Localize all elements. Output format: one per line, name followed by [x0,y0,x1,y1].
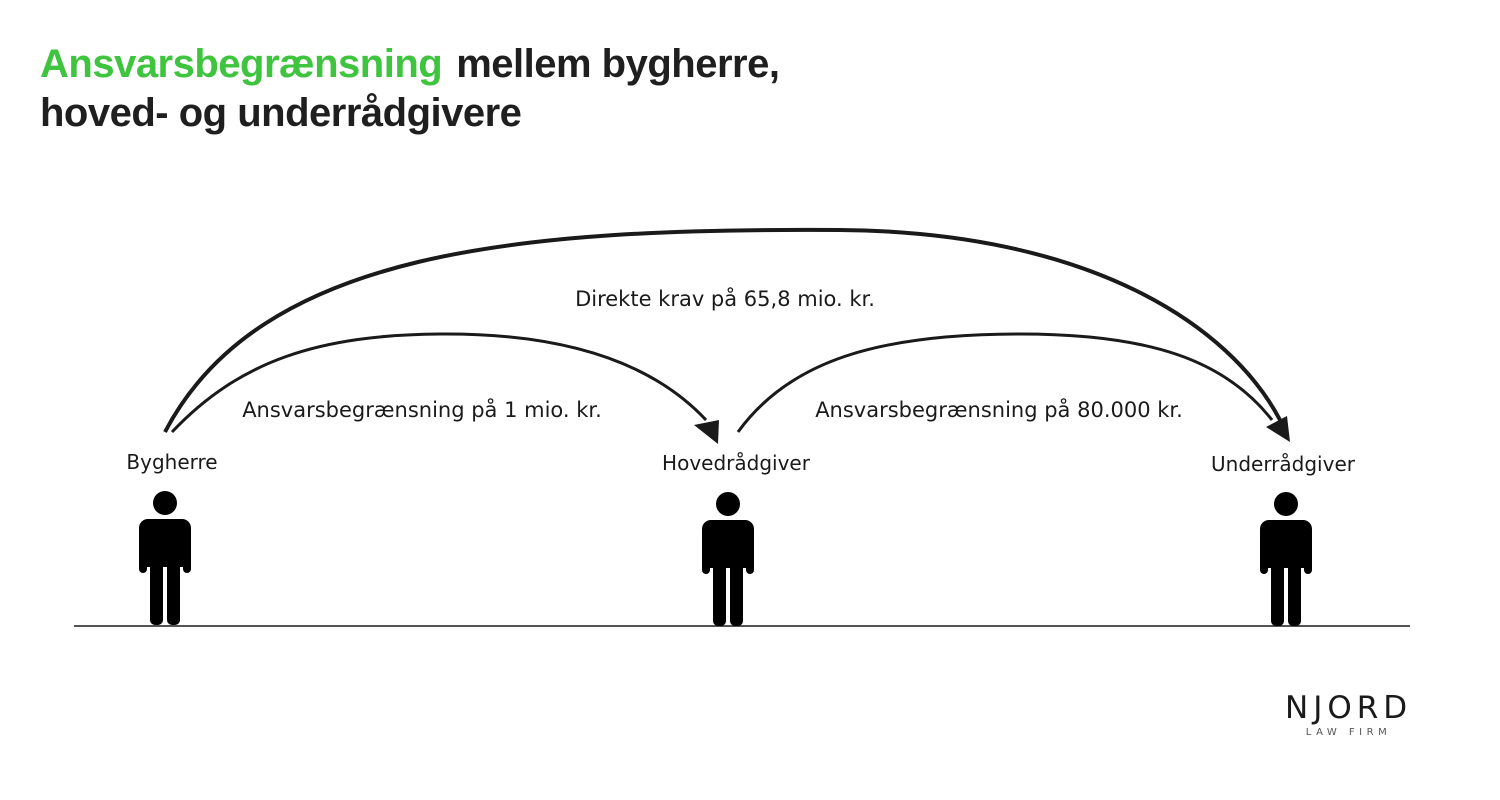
title-accent: Ansvarsbegrænsning [40,42,443,86]
person-icon-bygherre [139,491,191,625]
logo-subtitle: LAW FIRM [1305,727,1392,738]
title-line2: hoved- og underrådgivere [40,91,522,135]
logo-name: NJORD [1285,690,1413,726]
arrowhead-underraadgiver [1266,416,1290,442]
company-logo: NJORD LAW FIRM [1281,690,1411,740]
arc-limitation-1 [170,332,708,434]
page-title: Ansvarsbegrænsning mellem bygherre, hoved… [40,40,780,138]
arc-first-label: Ansvarsbegrænsning på 1 mio. kr. [242,397,602,422]
party-label-hovedraadgiver: Hovedrådgiver [662,451,811,475]
party-label-underraadgiver: Underrådgiver [1211,452,1356,476]
title-line1-rest: mellem bygherre, [456,42,780,86]
person-icon-underraadgiver [1260,492,1312,626]
person-icon-hovedraadgiver [702,492,754,626]
party-label-bygherre: Bygherre [126,450,217,474]
arc-direct-claim [163,227,1282,433]
arrowhead-hovedraadgiver [694,420,719,444]
arc-limitation-2 [736,332,1274,433]
arc-second-label: Ansvarsbegrænsning på 80.000 kr. [815,397,1183,422]
arc-direct-label: Direkte krav på 65,8 mio. kr. [575,286,875,311]
